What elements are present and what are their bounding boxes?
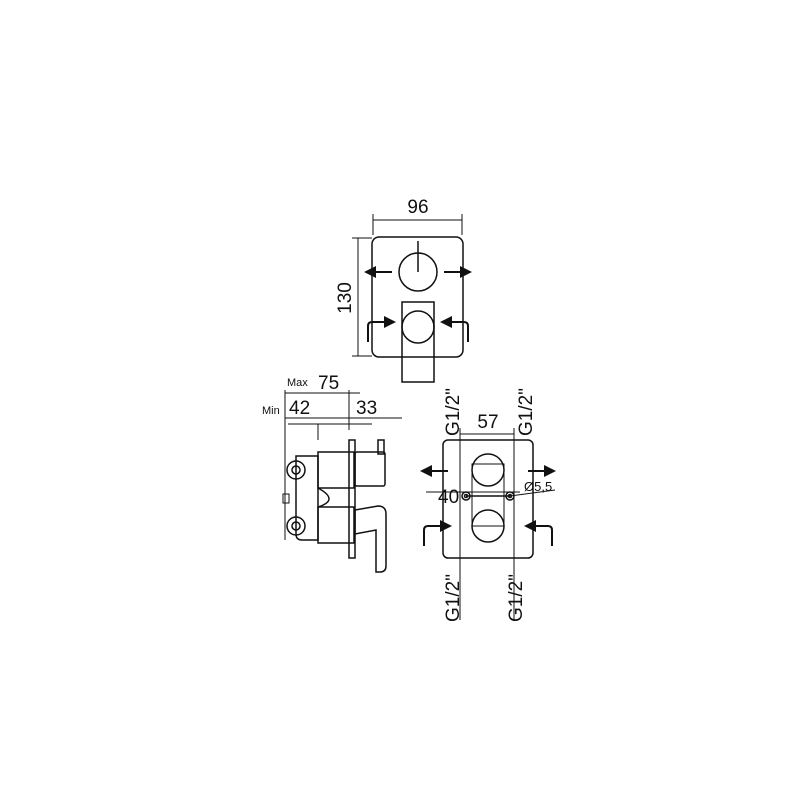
front-width-dimension: 96 — [372, 197, 463, 235]
rear-outlet-arrow-left — [420, 465, 448, 477]
rear-spacing-dimension: 57 — [459, 412, 515, 520]
rear-inlet-arrow-left — [423, 520, 452, 546]
side-offset-value: 33 — [356, 398, 377, 419]
front-inlet-arrow-right — [440, 316, 469, 342]
rear-outlet-upper — [471, 453, 505, 487]
side-max-dimension: Max 75 — [285, 373, 360, 394]
side-cartridge-upper — [317, 451, 355, 489]
front-height-label: 130 — [335, 282, 356, 314]
rear-valve-frame — [471, 463, 505, 527]
rear-bottom-left-thread: G1/2" — [443, 574, 464, 622]
side-small-port — [282, 493, 290, 504]
rear-hole-leader — [509, 489, 556, 497]
rear-vertical-label: 40 — [438, 487, 459, 508]
front-inlet-arrow-left — [367, 316, 396, 342]
side-max-value: 75 — [318, 373, 339, 394]
front-cover-plate — [371, 236, 464, 358]
side-mixer-lever — [354, 505, 387, 573]
rear-top-right-thread: G1/2" — [516, 388, 537, 436]
side-cover-plate — [348, 439, 356, 559]
side-min-dimension: Min 42 33 — [262, 390, 402, 540]
rear-spacing-label: 57 — [477, 412, 498, 433]
side-min-prefix: Min — [262, 405, 280, 417]
rear-mounting-box — [442, 439, 534, 559]
rear-hole-label: Ø5,5 — [524, 479, 552, 494]
front-outlet-arrow-left — [364, 266, 392, 278]
side-inlet-lower — [286, 516, 306, 536]
rear-top-left-thread: G1/2" — [443, 388, 464, 436]
side-max-prefix: Max — [287, 377, 308, 389]
front-mixer-lever — [401, 301, 435, 383]
side-inlet-upper — [286, 460, 306, 480]
side-view: Max 75 Min 42 33 — [262, 373, 402, 573]
front-view: 96 130 — [335, 197, 472, 383]
front-outlet-arrow-right — [444, 266, 472, 278]
front-height-dimension: 130 — [335, 237, 372, 357]
rear-bottom-right-thread: G1/2" — [506, 574, 527, 622]
side-body-curve — [317, 487, 330, 508]
rear-inlet-arrow-right — [524, 520, 553, 546]
front-mixer-hub — [401, 310, 435, 344]
side-diverter-knob — [354, 451, 386, 487]
side-min-value: 42 — [289, 398, 310, 419]
side-knob-pointer — [377, 439, 385, 455]
rear-view: G1/2" G1/2" 57 40 Ø5,5 — [420, 388, 556, 622]
side-cartridge-lower — [317, 506, 355, 544]
rear-outlet-arrow-right — [528, 465, 556, 477]
front-width-label: 96 — [407, 197, 428, 218]
